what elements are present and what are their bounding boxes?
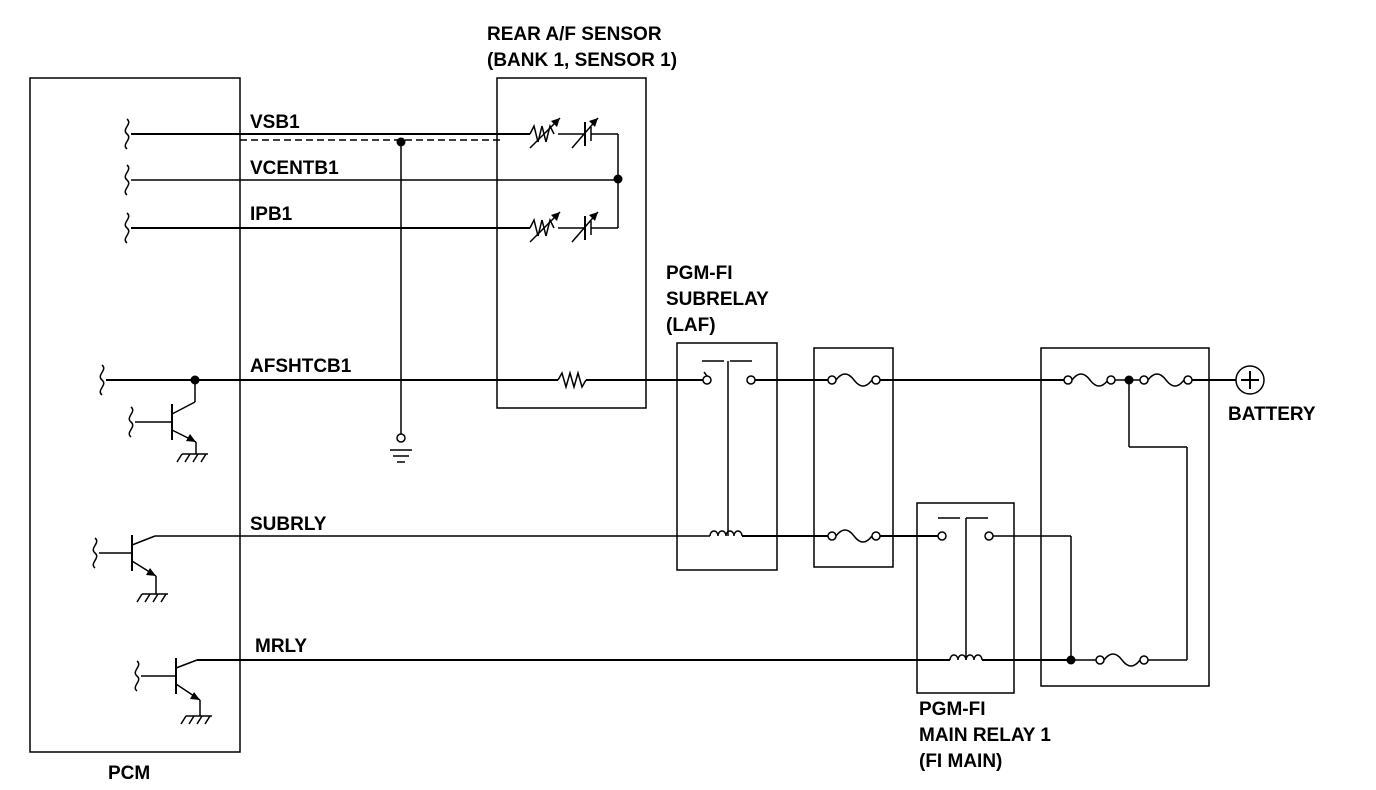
fuse-middle [827, 373, 881, 543]
af-sensor-elements [529, 117, 619, 243]
fuse-box-middle [813, 347, 894, 568]
subrelay-title-line2: SUBRELAY [666, 289, 769, 310]
af-sensor-box [496, 77, 647, 409]
main-relay-box [916, 502, 1015, 694]
label-mrly: MRLY [255, 636, 307, 657]
label-vsb1: VSB1 [250, 112, 300, 133]
subrelay-box [676, 342, 778, 571]
label-ipb1: IPB1 [250, 204, 293, 225]
fuse-right [1063, 373, 1236, 667]
main-relay-elements [937, 517, 1071, 661]
label-pcm: PCM [108, 763, 150, 784]
main-relay-title-line1: PGM-FI [919, 699, 986, 720]
wire-ipb1 [124, 212, 530, 244]
label-battery: BATTERY [1228, 404, 1316, 425]
wire-afshtcb1 [99, 364, 704, 463]
wire-vsb1 [124, 118, 530, 150]
subrelay-title-line1: PGM-FI [666, 263, 733, 284]
subrelay-title-line3: (LAF) [666, 315, 716, 336]
fuse-box-right [1040, 347, 1210, 687]
subrelay-elements [702, 360, 828, 537]
pcm-box [29, 77, 241, 753]
shield-ground [390, 142, 412, 463]
main-relay-title-line3: (FI MAIN) [919, 751, 1002, 772]
sensor-title-line1: REAR A/F SENSOR [487, 24, 662, 45]
battery-plus-icon [1235, 365, 1265, 395]
label-afshtcb1: AFSHTCB1 [250, 356, 352, 377]
sensor-title-line2: (BANK 1, SENSOR 1) [487, 50, 677, 71]
wire-mrly [134, 658, 950, 725]
main-relay-title-line2: MAIN RELAY 1 [919, 725, 1051, 746]
wire-vcentb1 [124, 164, 623, 196]
wire-subrly [92, 535, 938, 603]
label-subrly: SUBRLY [250, 514, 327, 535]
label-vcentb1: VCENTB1 [250, 158, 339, 179]
